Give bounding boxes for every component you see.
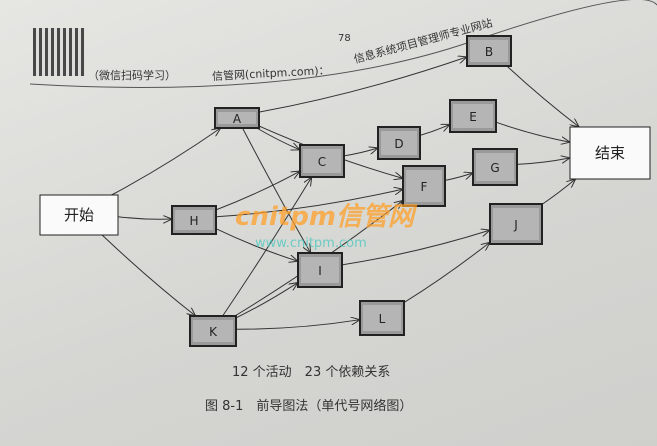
edge-E-end [495, 121, 570, 142]
node-label: H [189, 214, 198, 228]
edge-H-I [215, 228, 298, 262]
page-number: 78 [338, 33, 351, 44]
edge-K-L [235, 320, 360, 330]
node-label: G [490, 161, 499, 175]
watermark-brand: cnitpm信管网 [235, 202, 414, 232]
edge-start-K [101, 234, 196, 316]
header-rule [29, 0, 657, 88]
node-label: K [209, 325, 218, 339]
edge-A-B [258, 57, 467, 113]
node-label: E [469, 110, 477, 124]
edge-G-end [516, 158, 570, 165]
node-H: H [171, 205, 217, 235]
edge-H-F [215, 189, 403, 218]
node-D: D [377, 126, 421, 160]
edge-I-J [341, 230, 490, 266]
node-label: B [485, 45, 493, 59]
node-start: 开始 [39, 194, 119, 236]
edge-K-I [235, 283, 298, 319]
node-A: A [214, 107, 260, 129]
node-I: I [297, 252, 343, 288]
node-label: C [318, 155, 326, 169]
edge-C-D [343, 148, 378, 157]
node-L: L [359, 300, 405, 336]
node-label: D [394, 137, 403, 151]
edge-J-end [541, 179, 576, 205]
edge-K-C [222, 177, 312, 317]
edge-B-end [506, 65, 579, 127]
node-B: B [466, 35, 512, 67]
node-G: G [472, 148, 518, 186]
edge-start-A [111, 128, 221, 196]
edge-A-I [242, 127, 310, 253]
node-label: L [379, 312, 386, 326]
node-label: F [421, 180, 428, 194]
node-label: 开始 [64, 206, 94, 224]
edge-A-C [256, 127, 300, 150]
edge-D-E [419, 124, 450, 136]
node-label: 结束 [595, 144, 625, 162]
node-label: I [318, 264, 322, 278]
node-end: 结束 [569, 126, 651, 180]
edge-start-H [117, 217, 172, 220]
figure-caption: 图 8-1 前导图法（单代号网络图） [205, 399, 413, 414]
node-E: E [449, 99, 497, 133]
node-F: F [402, 165, 446, 207]
qr-code [33, 28, 85, 76]
node-label: J [513, 218, 518, 232]
node-K: K [189, 315, 237, 347]
node-C: C [299, 144, 345, 178]
edge-L-J [403, 242, 490, 303]
diagram-summary: 12 个活动 23 个依赖关系 [232, 365, 391, 380]
qr-caption: （微信扫码学习） [88, 69, 176, 82]
node-J: J [489, 203, 543, 245]
node-label: A [233, 112, 242, 126]
edge-F-G [444, 173, 473, 181]
edge-H-C [215, 171, 300, 211]
watermark-url: www.cnitpm.com [255, 236, 367, 251]
